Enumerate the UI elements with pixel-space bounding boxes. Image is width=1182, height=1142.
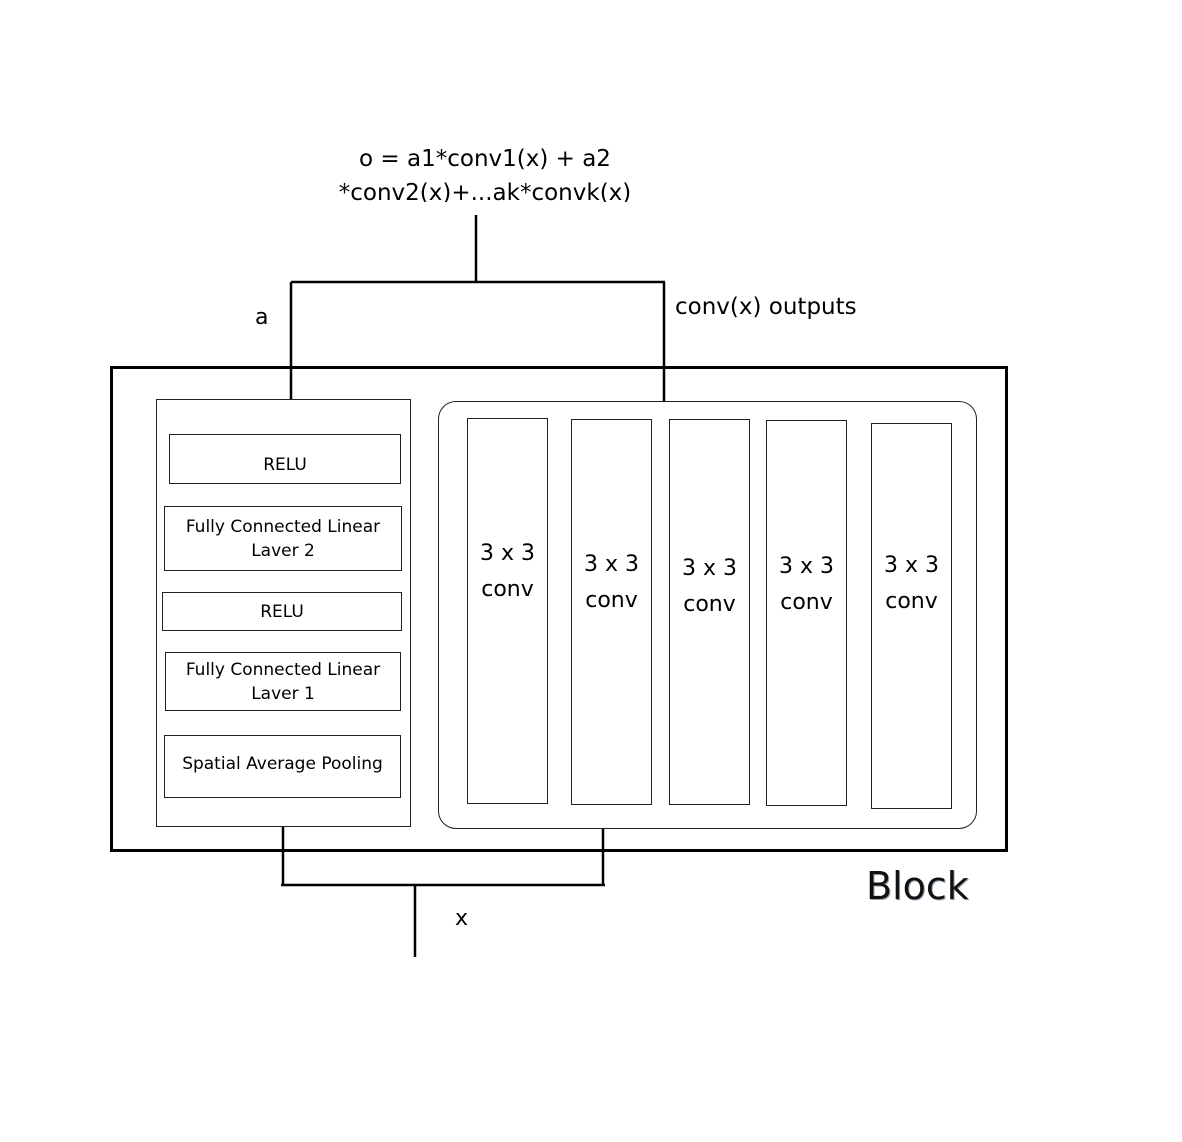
layer-label-line-2: Laver 2 — [251, 540, 315, 561]
conv-kernel-label: 3 x 3 — [682, 556, 737, 581]
conv-type-label: conv — [585, 588, 638, 613]
layer-label: RELU — [260, 601, 304, 622]
conv-kernel-label: 3 x 3 — [884, 553, 939, 578]
relu-layer-top: RELU — [169, 434, 401, 484]
formula-line-1: o = a1*conv1(x) + a2 — [359, 146, 611, 172]
spatial-average-pooling-layer: Spatial Average Pooling — [164, 735, 401, 798]
conv-kernel-label: 3 x 3 — [480, 541, 535, 566]
conv-column-3: 3 x 3 conv — [669, 419, 750, 805]
conv-outputs-label: conv(x) outputs — [675, 294, 857, 320]
conv-column-2: 3 x 3 conv — [571, 419, 652, 805]
conv-type-label: conv — [481, 577, 534, 602]
layer-label: Spatial Average Pooling — [182, 754, 383, 774]
conv-column-4: 3 x 3 conv — [766, 420, 847, 806]
formula-line-2: *conv2(x)+...ak*convk(x) — [338, 180, 632, 202]
conv-kernel-label: 3 x 3 — [584, 552, 639, 577]
layer-label: RELU — [263, 455, 307, 475]
attention-label: a — [255, 305, 269, 330]
conv-column-5: 3 x 3 conv — [871, 423, 952, 809]
input-label: x — [455, 906, 469, 931]
conv-type-label: conv — [885, 589, 938, 614]
block-frame — [110, 366, 1008, 852]
conv-type-label: conv — [780, 590, 833, 615]
fc-linear-layer-1: Fully Connected Linear Laver 1 — [165, 652, 401, 711]
conv-type-label: conv — [683, 592, 736, 617]
conv-kernel-label: 3 x 3 — [779, 554, 834, 579]
fc-linear-layer-2: Fully Connected Linear Laver 2 — [164, 506, 402, 571]
layer-label-line-1: Fully Connected Linear — [185, 516, 381, 537]
output-formula: o = a1*conv1(x) + a2 *conv2(x)+...ak*con… — [330, 142, 640, 202]
block-label: Block — [866, 864, 969, 908]
layer-label-line-2: Laver 1 — [251, 683, 315, 704]
layer-label-line-1: Fully Connected Linear — [185, 659, 381, 680]
relu-layer-bottom: RELU — [162, 592, 402, 631]
conv-column-1: 3 x 3 conv — [467, 418, 548, 804]
